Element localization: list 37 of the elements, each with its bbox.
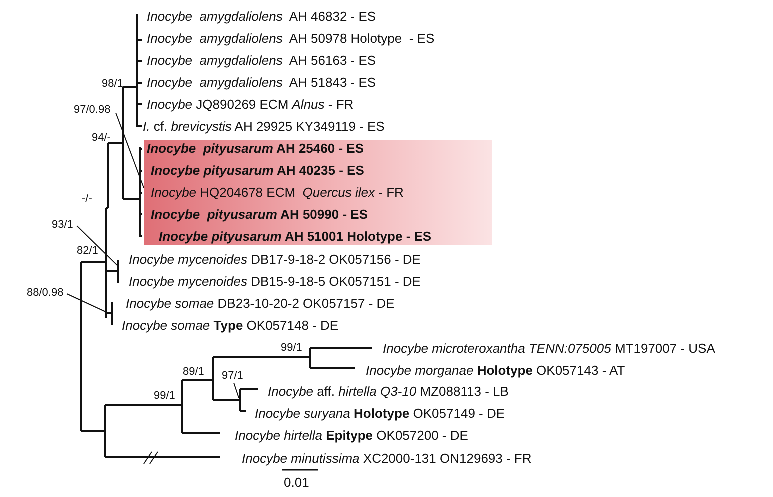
taxon-label: Inocybe somae Type OK057148 - DE <box>122 318 339 334</box>
support-value: -/- <box>82 193 92 206</box>
support-value: 97/0.98 <box>74 104 111 117</box>
taxon-label: Inocybe minutissima XC2000-131 ON129693 - FR <box>242 451 532 467</box>
support-value: 89/1 <box>183 366 204 379</box>
taxon-label: Inocybe pityusarum AH 50990 - ES <box>151 207 368 223</box>
scale-label: 0.01 <box>284 475 310 491</box>
support-value: 88/0.98 <box>27 287 64 300</box>
support-value: 93/1 <box>52 219 74 232</box>
taxon-label: Inocybe microteroxantha TENN:075005 MT197007 - USA <box>383 341 716 357</box>
taxon-label: Inocybe pityusarum AH 40235 - ES <box>151 163 364 179</box>
taxon-label: Inocybe suryana Holotype OK057149 - DE <box>255 406 506 422</box>
support-value: 99/1 <box>281 342 302 355</box>
support-value: 94/- <box>92 132 111 145</box>
support-value: 99/1 <box>154 390 176 403</box>
taxon-label: Inocybe HQ204678 ECM Quercus ilex - FR <box>151 185 404 201</box>
taxon-label: Inocybe mycenoides DB15-9-18-5 OK057151 - DE <box>129 274 421 290</box>
support-value: 97/1 <box>222 370 244 383</box>
taxon-label: I. cf. brevicystis AH 29925 KY349119 - ES <box>143 119 385 135</box>
taxon-label: Inocybe hirtella Epitype OK057200 - DE <box>235 428 468 444</box>
taxon-label: Inocybe pityusarum AH 51001 Holotype - ES <box>159 229 432 245</box>
leader-line <box>234 382 240 398</box>
taxon-label: Inocybe amygdaliolens AH 46832 - ES <box>147 9 376 25</box>
taxon-label: Inocybe JQ890269 ECM Alnus - FR <box>147 97 354 113</box>
taxon-label: Inocybe pityusarum AH 25460 - ES <box>147 141 364 157</box>
taxon-label: Inocybe mycenoides DB17-9-18-2 OK057156 - DE <box>129 252 421 268</box>
taxon-label: Inocybe morganae Holotype OK057143 - AT <box>366 363 626 379</box>
taxon-label: Inocybe somae DB23-10-20-2 OK057157 - DE <box>126 296 395 312</box>
taxon-label: Inocybe amygdaliolens AH 50978 Holotype - ES <box>147 31 435 47</box>
taxon-label: Inocybe amygdaliolens AH 51843 - ES <box>147 75 376 91</box>
support-value: 98/1 <box>102 78 124 91</box>
leader-line <box>76 226 118 266</box>
leader-line <box>116 112 144 188</box>
taxon-label: Inocybe aff. hirtella Q3-10 MZ088113 - LB <box>268 384 509 400</box>
support-value: 82/1 <box>77 245 98 258</box>
highlight-box <box>144 140 492 245</box>
taxon-label: Inocybe amygdaliolens AH 56163 - ES <box>147 53 376 69</box>
